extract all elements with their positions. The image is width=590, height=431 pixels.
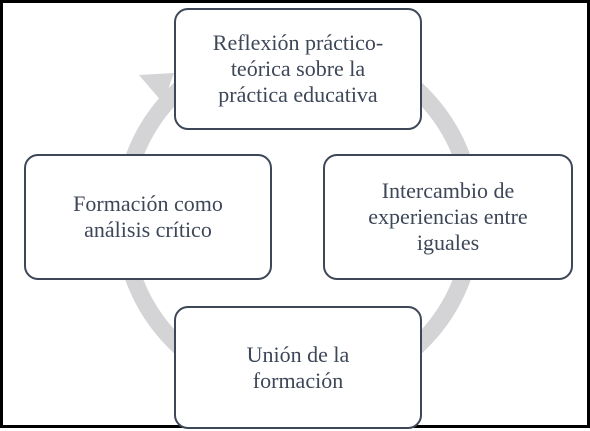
node-label: Unión de la formación xyxy=(246,341,350,393)
node-union-formacion: Unión de la formación xyxy=(174,306,422,429)
node-label: Formación como análisis crítico xyxy=(73,191,223,242)
node-reflexion-practico-teorica: Reflexión práctico- teórica sobre la prá… xyxy=(174,8,422,130)
node-intercambio-experiencias: Intercambio de experiencias entre iguale… xyxy=(323,154,573,280)
node-formacion-analisis-critico: Formación como análisis crítico xyxy=(24,154,272,280)
cycle-arrowhead xyxy=(139,73,174,103)
node-label: Intercambio de experiencias entre iguale… xyxy=(368,178,528,255)
node-label: Reflexión práctico- teórica sobre la prá… xyxy=(212,30,384,107)
